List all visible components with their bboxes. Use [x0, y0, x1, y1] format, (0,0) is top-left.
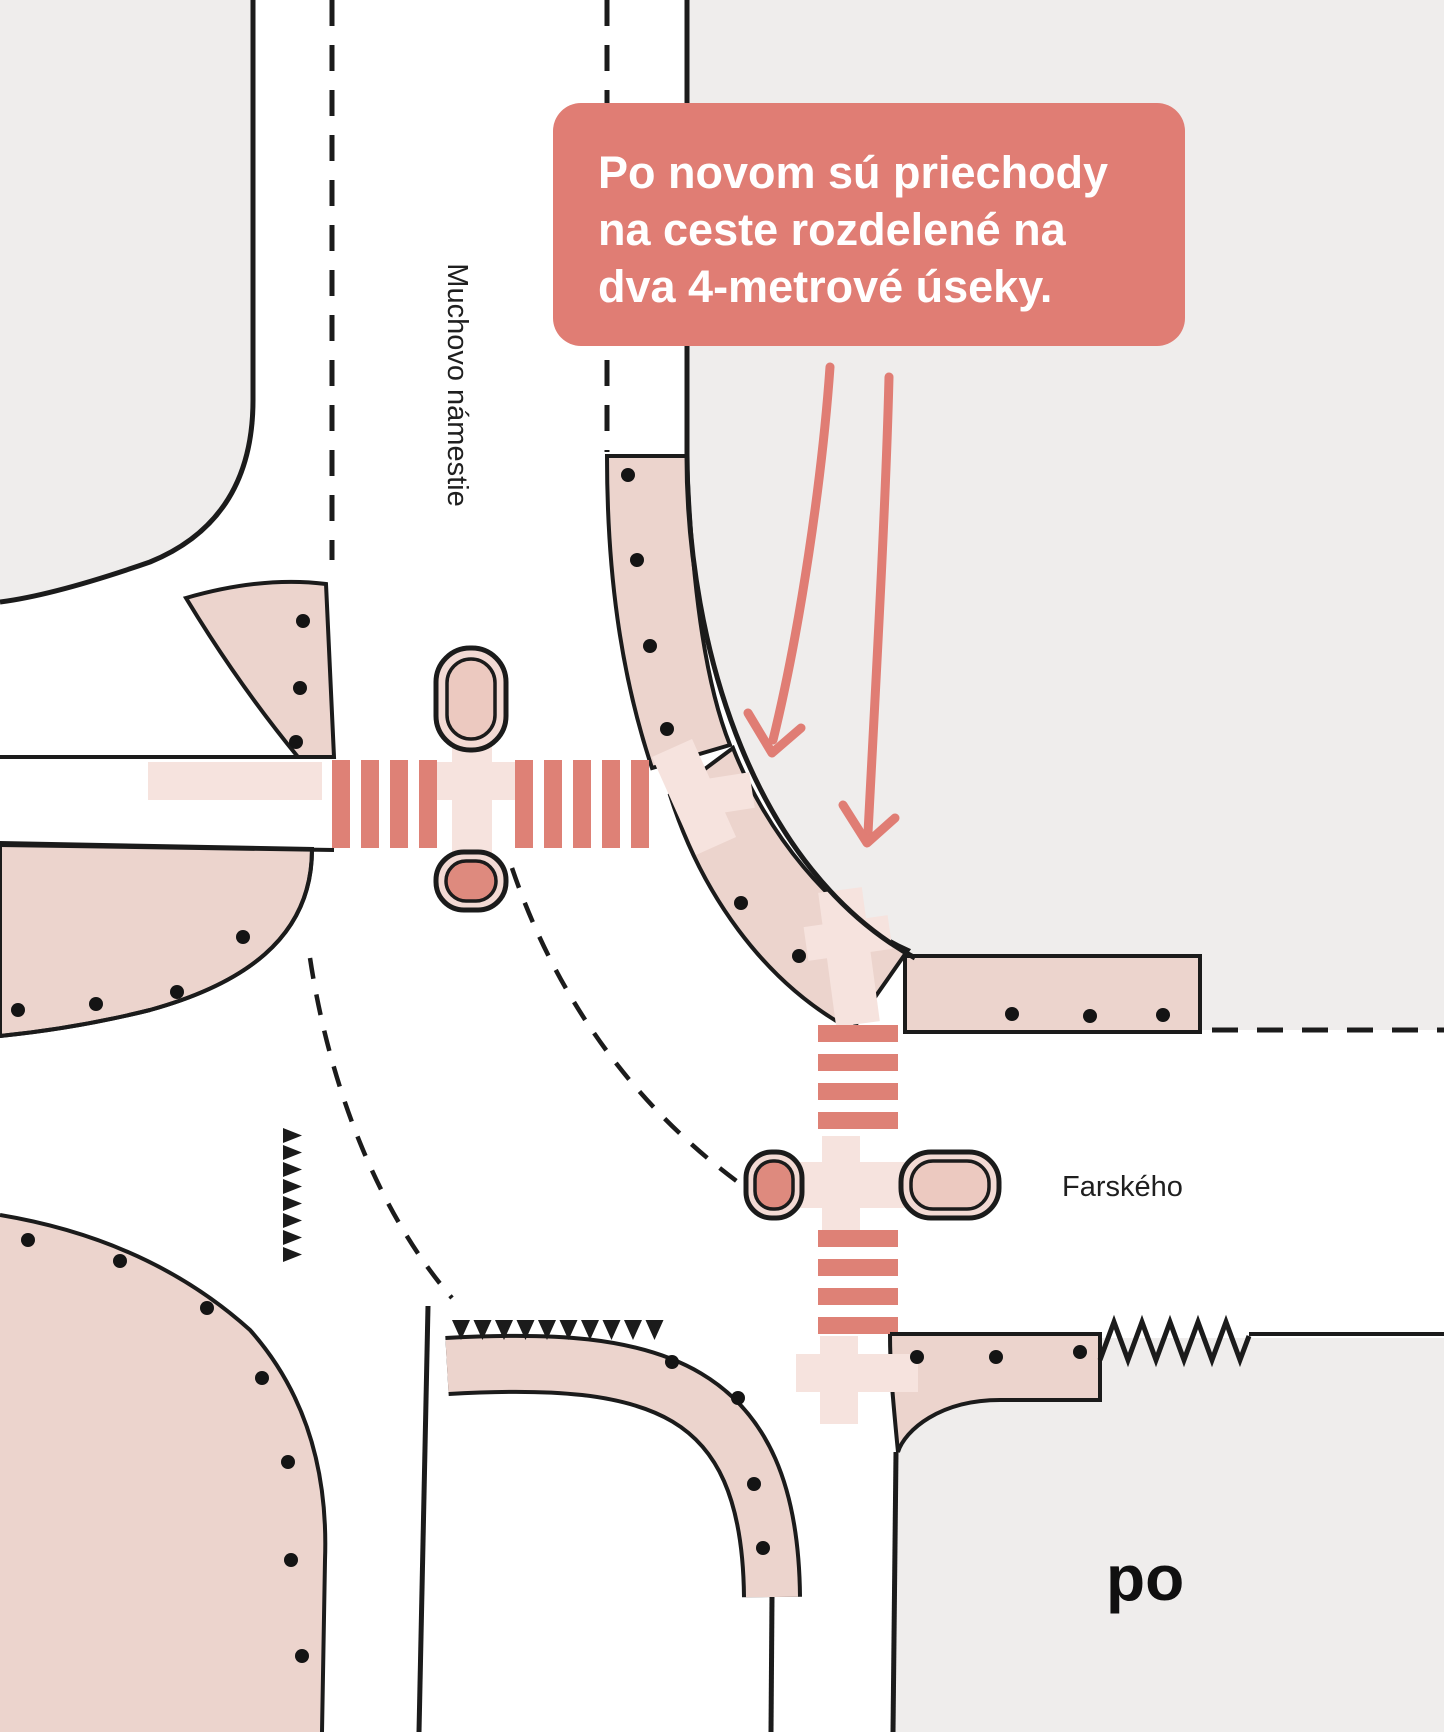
curb-southwest-upper-outline — [0, 843, 335, 1038]
pale-north-approach — [818, 887, 880, 1027]
pale-refuge-pass — [822, 1136, 860, 1234]
zebra-stripe — [390, 760, 408, 848]
zebra-stripe — [818, 1083, 898, 1100]
edge-top-left-curve — [0, 0, 256, 605]
yield-teeth-west — [283, 1128, 302, 1262]
zebra-stripe — [818, 1230, 898, 1247]
callout-box — [553, 103, 1185, 346]
zebra-stripe — [332, 760, 350, 848]
crosswalk-farskeho — [818, 1025, 898, 1334]
zebra-stripe — [602, 760, 620, 848]
yield-teeth-south — [452, 1320, 664, 1340]
callout: Po novom sú priechody na ceste rozdelené… — [553, 103, 1185, 346]
pale-west-approach — [148, 762, 322, 800]
island-west-lower-inner — [444, 859, 498, 903]
pale-south-stub — [796, 1354, 918, 1392]
zebra-stripe — [631, 760, 649, 848]
crossing-connectors — [148, 738, 918, 1424]
zebra-stripe — [361, 760, 379, 848]
refuge-islands — [433, 645, 1002, 1221]
zebra-stripe — [573, 760, 591, 848]
dashed-turn-guide-right — [509, 867, 784, 1214]
street-label-muchovo-namestie: Muchovo námestie — [441, 263, 473, 506]
zebra-stripe — [818, 1317, 898, 1334]
zebra-stripe — [818, 1025, 898, 1042]
street-label-farskeho: Farského — [1062, 1171, 1183, 1203]
zigzag-marking — [1097, 1314, 1252, 1368]
edge-top-right-curve — [684, 0, 917, 961]
arrow-left-head-icon — [743, 708, 806, 758]
pale-island-pass — [452, 746, 492, 858]
arrow-left — [768, 362, 835, 745]
zebra-stripe — [818, 1259, 898, 1276]
edge-south-road-east — [890, 1451, 899, 1732]
zebra-stripe — [818, 1288, 898, 1305]
curb-bottom-left-outline — [0, 1213, 328, 1732]
edge-south-road-west — [768, 1596, 775, 1732]
curb-bottom-left — [0, 1215, 326, 1732]
zebra-stripe — [419, 760, 437, 848]
island-west-upper-inner — [445, 657, 497, 741]
dashed-turn-guide-left — [307, 957, 454, 1300]
state-label-po: po — [1106, 1542, 1184, 1614]
zebra-stripe — [515, 760, 533, 848]
island-farskeho-left-inner — [753, 1159, 795, 1211]
zebra-stripe — [818, 1112, 898, 1129]
island-farskeho-right-inner — [909, 1159, 991, 1211]
curb-north-of-farskeho — [903, 954, 1202, 1034]
bollard-dots — [11, 468, 1170, 1663]
pale-northeast-stub — [685, 772, 755, 818]
arrow-right — [863, 372, 894, 838]
arrow-right-head-icon — [838, 800, 900, 848]
zebra-stripe — [544, 760, 562, 848]
curb-south-crescent — [445, 1337, 798, 1598]
sidewalk-bottom-right — [893, 1338, 1444, 1732]
callout-arrows — [743, 362, 900, 848]
crosswalk-west — [332, 760, 649, 848]
callout-line-1: Po novom sú priechody — [598, 147, 1108, 198]
zebra-stripe — [818, 1054, 898, 1071]
callout-line-2: na ceste rozdelené na — [598, 204, 1067, 255]
callout-line-3: dva 4-metrové úseky. — [598, 261, 1052, 312]
sidewalk-top-left — [0, 0, 253, 602]
edge-south-path — [416, 1305, 431, 1732]
